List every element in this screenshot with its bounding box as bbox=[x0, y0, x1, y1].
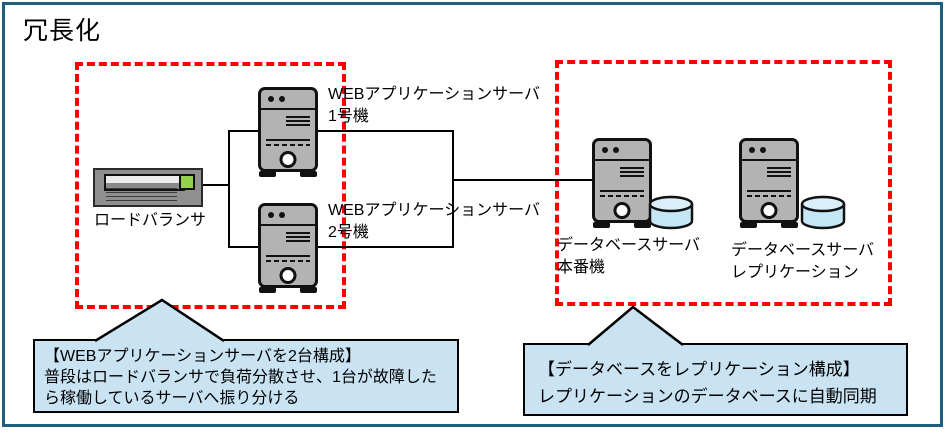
web-servers-group-box bbox=[75, 62, 346, 309]
web-server-2-label: WEBアプリケーションサーバ 2号機 bbox=[328, 202, 540, 241]
db-server-replica-label: データベースサーバ レプリケーション bbox=[731, 242, 875, 281]
callout-line: ら稼働しているサーバへ振り分ける bbox=[44, 390, 300, 407]
server-body bbox=[592, 138, 652, 223]
load-balancer-icon bbox=[93, 168, 203, 207]
wire-lb-to-branch bbox=[201, 184, 229, 186]
database-cylinder-icon bbox=[800, 195, 846, 230]
db-server-replica-icon bbox=[739, 138, 799, 228]
callout-line: レプリケーションのデータベースに自動同期 bbox=[538, 387, 877, 406]
db-servers-group-box bbox=[555, 60, 892, 306]
callout-line: 普段はロードバランサで負荷分散させ、1台が故障した bbox=[44, 369, 437, 386]
vent-lines bbox=[106, 188, 177, 201]
power-button bbox=[613, 202, 631, 219]
power-button bbox=[760, 202, 778, 219]
wire-branch-to-web1 bbox=[228, 130, 258, 132]
wire-web2-out bbox=[316, 246, 454, 248]
web-server-1-label: WEBアプリケーションサーバ 1号機 bbox=[328, 86, 540, 125]
callout-line: 【データベースをレプリケーション構成】 bbox=[538, 360, 860, 379]
server-body bbox=[739, 138, 799, 223]
wire-branch-vertical bbox=[228, 130, 230, 248]
outer-frame bbox=[2, 2, 943, 427]
server-body bbox=[258, 203, 318, 288]
power-button bbox=[279, 267, 297, 284]
page-title: 冗長化 bbox=[23, 17, 102, 45]
database-cylinder-icon bbox=[648, 195, 694, 230]
power-button bbox=[279, 151, 297, 168]
db-server-primary-label: データベースサーバ 本番機 bbox=[557, 237, 701, 276]
server-body bbox=[258, 87, 318, 172]
callout-line: 【WEBアプリケーションサーバを2台構成】 bbox=[44, 348, 361, 365]
web-server-2-icon bbox=[258, 203, 318, 293]
wire-join-vertical bbox=[452, 130, 454, 248]
wire-web1-out bbox=[316, 130, 454, 132]
wire-to-db bbox=[452, 179, 593, 181]
db-replication-callout: 【データベースをレプリケーション構成】 レプリケーションのデータベースに自動同期 bbox=[523, 343, 908, 416]
db-callout-pointer bbox=[587, 305, 684, 346]
load-balancer-label: ロードバランサ bbox=[94, 212, 207, 229]
wire-branch-to-web2 bbox=[228, 246, 258, 248]
web-callout-pointer bbox=[94, 298, 225, 342]
web-server-1-icon bbox=[258, 87, 318, 177]
web-cluster-callout: 【WEBアプリケーションサーバを2台構成】 普段はロードバランサで負荷分散させ、… bbox=[33, 339, 459, 413]
db-server-primary-icon bbox=[592, 138, 652, 228]
green-led bbox=[179, 174, 195, 190]
